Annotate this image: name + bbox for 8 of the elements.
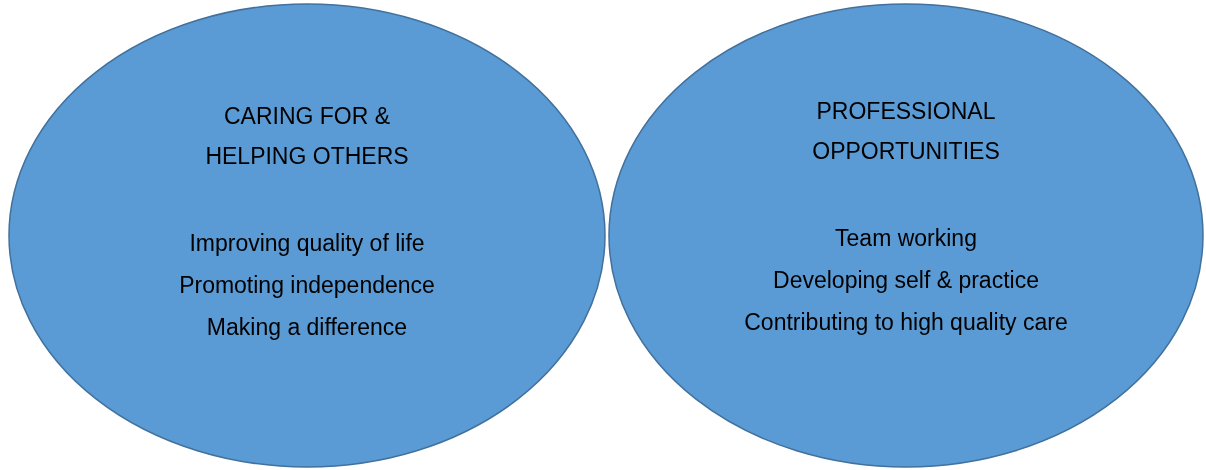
list-item: Promoting independence xyxy=(178,271,436,300)
list-item: Contributing to high quality care xyxy=(743,308,1069,337)
list-item: Team working xyxy=(834,224,978,253)
heading: CARING FOR & HELPING OTHERS xyxy=(204,102,410,171)
list-item: Making a difference xyxy=(205,313,409,342)
heading: PROFESSIONAL OPPORTUNITIES xyxy=(811,97,1001,166)
list-item: Improving quality of life xyxy=(188,229,426,258)
list-item: Developing self & practice xyxy=(772,266,1040,295)
